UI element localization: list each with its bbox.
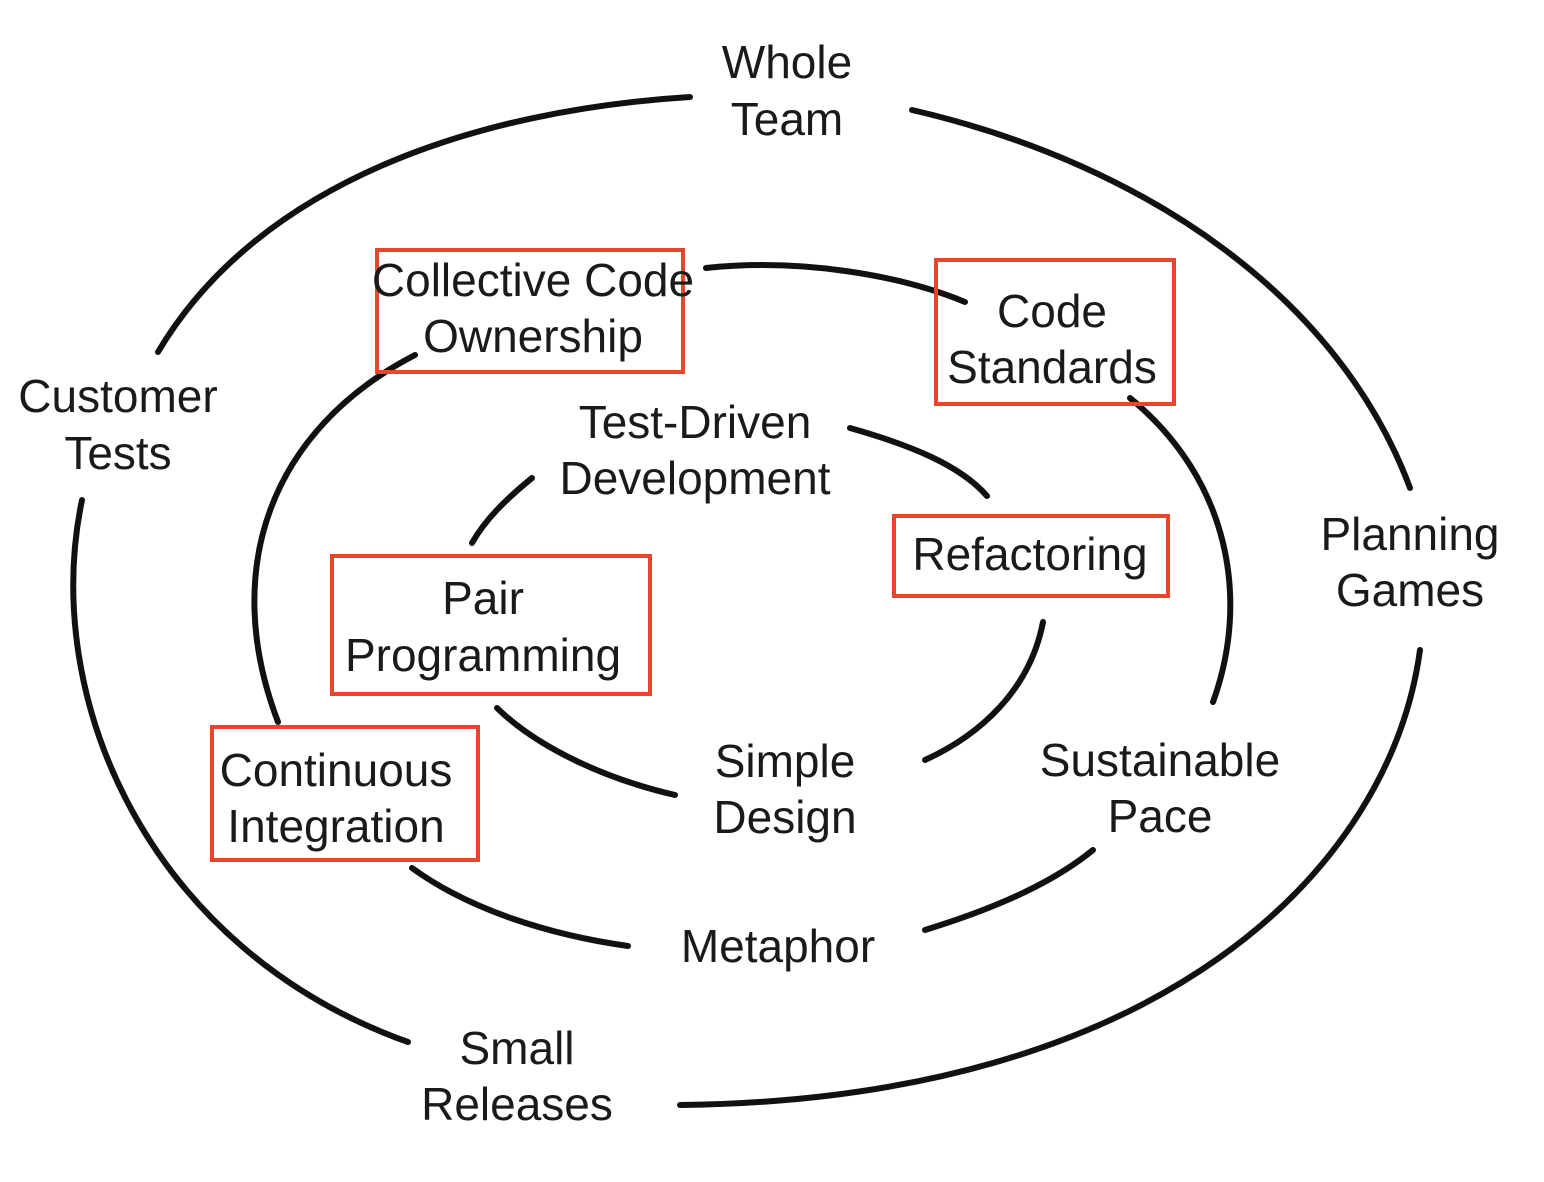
inner-arc-top-right xyxy=(847,425,990,499)
label-metaphor: Metaphor xyxy=(681,920,875,972)
label-planning-games-line1: Planning xyxy=(1320,508,1499,560)
highlight-box-refactoring xyxy=(892,514,1170,598)
label-code-standards-line1: Code xyxy=(997,285,1107,337)
middle-arc-top xyxy=(703,262,968,305)
inner-arc-right xyxy=(922,619,1046,763)
outer-arc-right xyxy=(677,647,1423,1108)
label-test-driven-development-line2: Development xyxy=(559,452,830,504)
label-simple-design-line2: Design xyxy=(713,791,856,843)
label-whole-team-line1: Whole xyxy=(722,36,852,88)
outer-arc-top-right xyxy=(909,107,1413,491)
highlight-box-continuous-integration xyxy=(210,725,480,862)
label-test-driven-development-line1: Test-Driven xyxy=(579,396,812,448)
outer-ring xyxy=(70,94,1423,1108)
practice-labels: Whole Team Customer Tests Planning Games… xyxy=(18,36,1499,1130)
highlight-box-pair-programming xyxy=(330,554,652,696)
middle-arc-bottom-left xyxy=(409,865,631,949)
middle-arc-left xyxy=(251,352,418,725)
label-refactoring: Refactoring xyxy=(912,528,1147,580)
label-planning-games-line2: Games xyxy=(1336,564,1484,616)
label-collective-code-ownership-line2: Ownership xyxy=(423,310,643,362)
label-pair-programming-line1: Pair xyxy=(442,572,524,624)
label-small-releases-line2: Releases xyxy=(421,1078,613,1130)
label-customer-tests-line2: Tests xyxy=(64,427,171,479)
label-sustainable-pace-line2: Pace xyxy=(1108,790,1213,842)
outer-arc-left xyxy=(70,497,411,1045)
label-collective-code-ownership-line1: Collective Code xyxy=(372,254,694,306)
label-customer-tests-line1: Customer xyxy=(18,370,217,422)
highlight-box-collective-code-ownership xyxy=(375,248,685,374)
label-continuous-integration-line2: Integration xyxy=(227,800,444,852)
label-simple-design-line1: Simple xyxy=(715,735,856,787)
label-continuous-integration-line1: Continuous xyxy=(220,744,453,796)
label-code-standards-line2: Standards xyxy=(947,341,1157,393)
label-pair-programming-line2: Programming xyxy=(345,629,621,681)
middle-arc-right xyxy=(1127,395,1234,705)
inner-ring xyxy=(469,425,1046,798)
outer-arc-top-left xyxy=(155,94,693,355)
label-whole-team-line2: Team xyxy=(731,93,843,145)
inner-arc-bottom xyxy=(494,705,678,798)
highlight-box-code-standards xyxy=(934,258,1176,406)
middle-arc-bottom-right xyxy=(922,847,1096,933)
highlight-boxes xyxy=(210,248,1176,862)
middle-ring xyxy=(251,262,1234,949)
label-sustainable-pace-line1: Sustainable xyxy=(1040,734,1280,786)
inner-arc-top-left xyxy=(469,475,535,546)
label-small-releases-line1: Small xyxy=(459,1022,574,1074)
